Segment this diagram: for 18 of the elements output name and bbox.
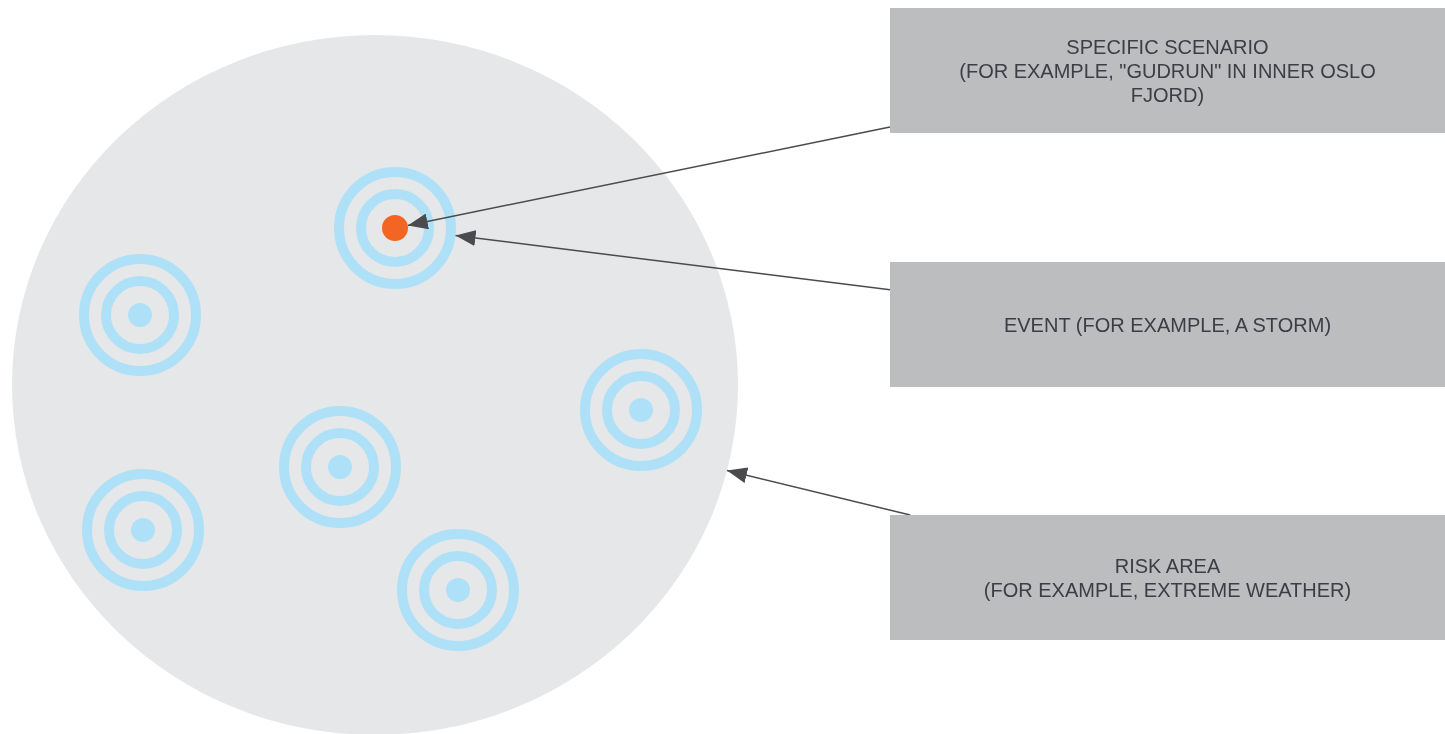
leader-arrow (407, 126, 891, 230)
label-box (890, 262, 1445, 387)
target-icon (397, 529, 519, 651)
scenario-dot (382, 215, 408, 241)
label-box (890, 515, 1445, 640)
leader-arrow (454, 230, 891, 291)
target-icon (580, 349, 702, 471)
target-icon (82, 469, 204, 591)
box-subtext: (FOR EXAMPLE, "GUDRUN" IN INNER OSLO FJORD) (958, 58, 1377, 107)
box-text: EVENT (FOR EXAMPLE, A STORM) (1003, 312, 1332, 337)
target-icon (279, 406, 401, 528)
target-icon (334, 167, 456, 289)
box-subtext: (FOR EXAMPLE, EXTREME WEATHER) (983, 577, 1352, 602)
box-text: SPECIFIC SCENARIO (1066, 34, 1269, 59)
label-box (890, 8, 1445, 133)
leader-arrow (726, 467, 911, 516)
box-text: RISK AREA (1114, 553, 1221, 578)
target-icon (79, 254, 201, 376)
